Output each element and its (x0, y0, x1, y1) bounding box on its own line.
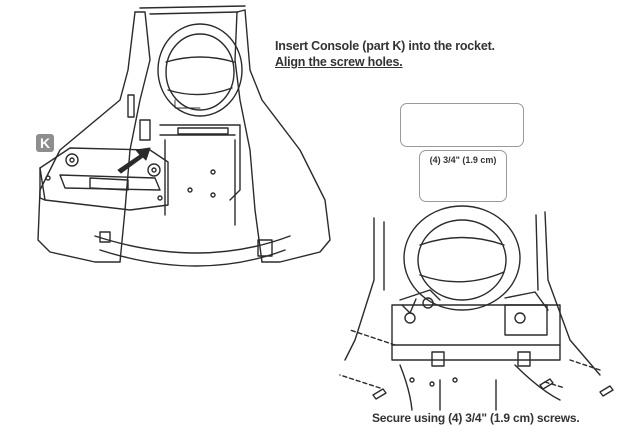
hardware-box: (4) 3/4" (1.9 cm) (419, 150, 507, 202)
console-part-k-drawing (39, 147, 169, 211)
screw-caption: Secure using (4) 3/4" (1.9 cm) screws. (372, 411, 580, 425)
screw-spec-label: (4) 3/4" (1.9 cm) (429, 155, 497, 165)
instruction-line-1: Insert Console (part K) into the rocket. (275, 39, 495, 53)
part-k-badge: K (36, 134, 54, 152)
tool-box (400, 103, 524, 147)
closeup-mount-drawing (339, 205, 614, 411)
rocket-body-drawing (37, 5, 331, 267)
insert-arrow-icon (117, 147, 151, 174)
instruction-text: Insert Console (part K) into the rocket.… (275, 38, 575, 70)
instruction-line-2: Align the screw holes. (275, 55, 403, 69)
